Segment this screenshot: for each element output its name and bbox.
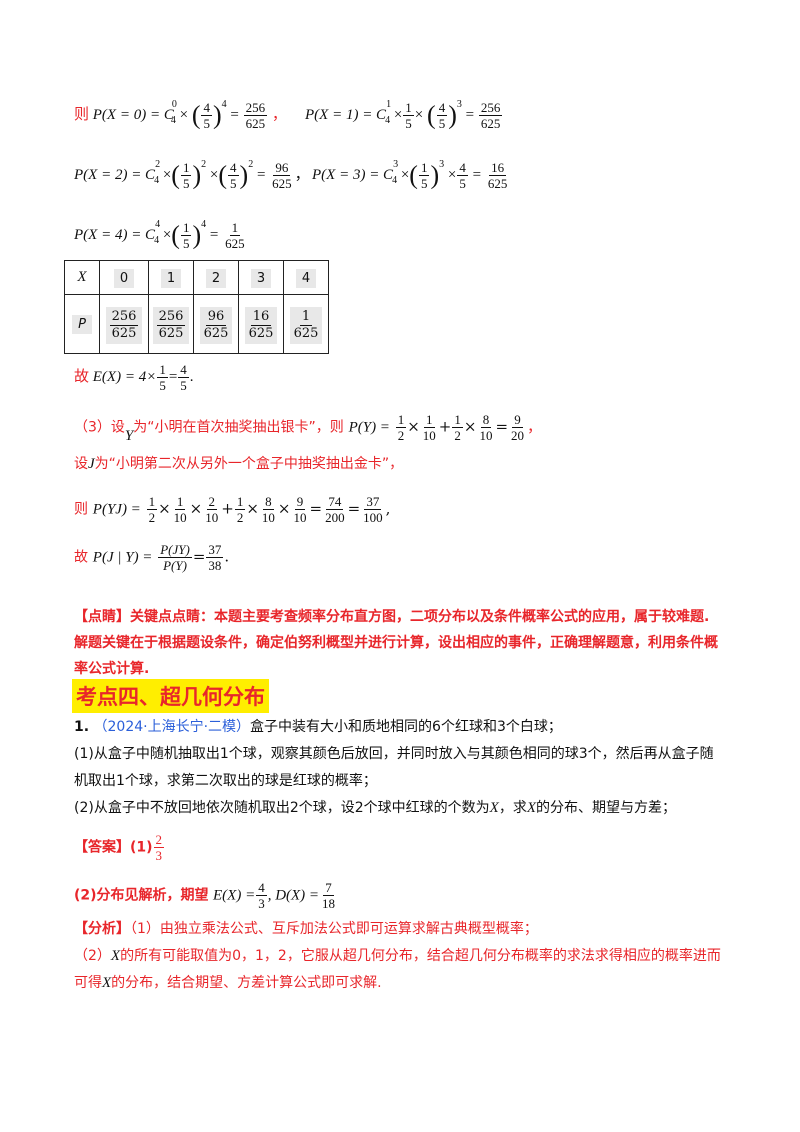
section-heading: 考点四、超几何分布 — [72, 679, 269, 713]
comment-line3: 率公式计算. — [74, 661, 150, 677]
table-cell: 2 — [193, 260, 239, 295]
table-row: X 0 1 2 3 4 — [64, 260, 329, 295]
analysis-line1: 【分析】（1）由独立乘法公式、互斥加法公式即可运算求解古典概型概率； — [74, 921, 538, 937]
table-cell: 0 — [99, 260, 149, 295]
question-part1-b: 机取出1个球，求第二次取出的球是红球的概率； — [74, 773, 377, 789]
comment-line1: 【点睛】关键点点睛：本题主要考查频率分布直方图，二项分布以及条件概率公式的应用，… — [74, 609, 710, 625]
analysis-line3: 可得X的分布，结合期望、方差计算公式即可求解. — [74, 975, 382, 991]
question-part2: (2)从盒子中不放回地依次随机取出2个球，设2个球中红球的个数为X，求X的分布、… — [74, 800, 676, 816]
table-cell: 3 — [238, 260, 284, 295]
table-header-p: P — [64, 294, 100, 354]
question-stem: 1. （2024·上海长宁·二模）盒子中装有大小和质地相同的6个红球和3个白球； — [74, 719, 562, 735]
table-header-x: X — [64, 260, 100, 295]
question-part1-a: (1)从盒子中随机抽取出1个球，观察其颜色后放回，并同时放入与其颜色相同的球3个… — [74, 746, 714, 762]
table-cell: 1 — [148, 260, 194, 295]
comment-line2: 解题关键在于根据题设条件，确定伯努利概型并进行计算，设出相应的事件，正确理解题意… — [74, 635, 718, 651]
part3-line2: 设J为“小明第二次从另外一个盒子中抽奖抽出金卡”， — [74, 456, 404, 472]
analysis-line2: （2）X的所有可能取值为0，1，2，它服从超几何分布，结合超几何分布概率的求法求… — [74, 948, 721, 964]
table-cell: 4 — [283, 260, 329, 295]
